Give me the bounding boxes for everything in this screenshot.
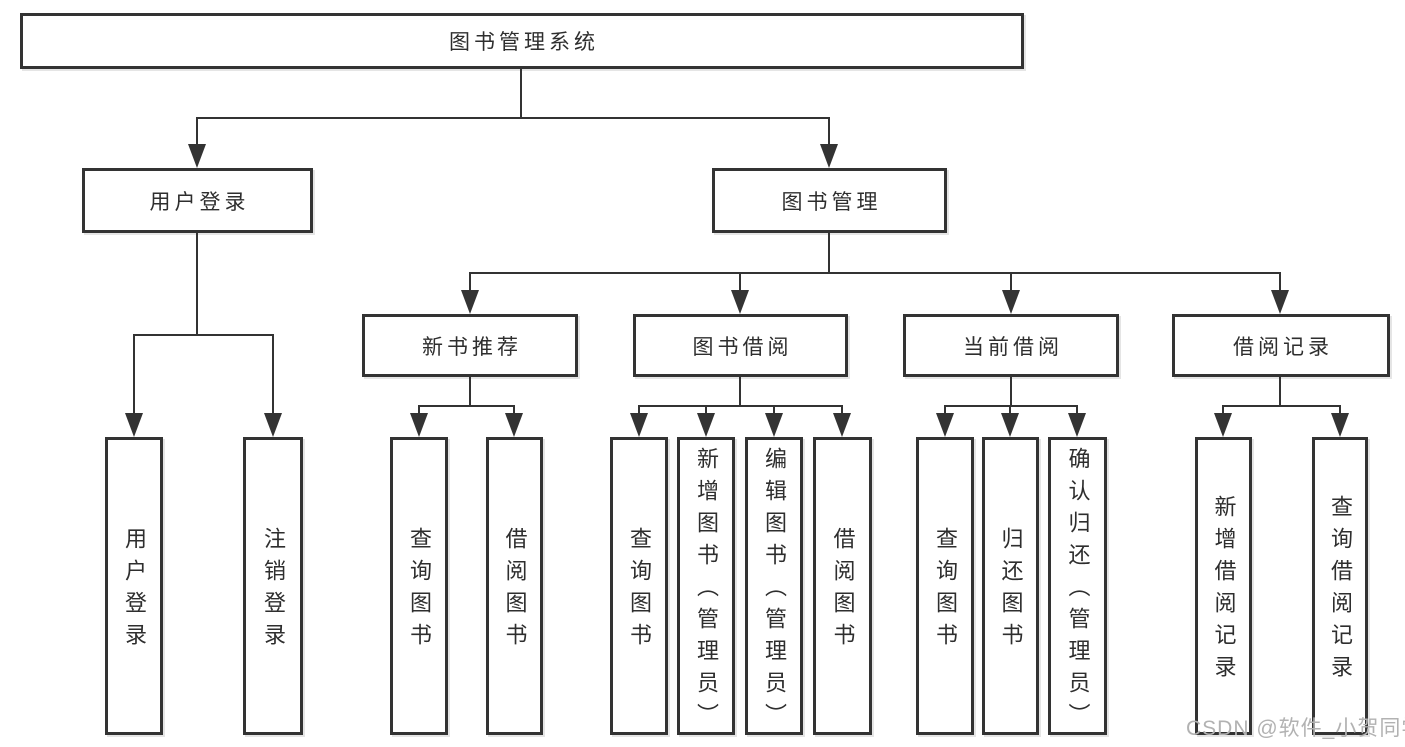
leaf-borrow-books-borrowing: 借阅图书 (813, 437, 872, 735)
connector-book-management-trunk (828, 233, 830, 273)
arrow-down-icon (731, 290, 749, 314)
leaf-query-books-recommend: 查询图书 (390, 437, 448, 735)
connector-drop-book-management (828, 118, 830, 146)
connector-drop (1009, 406, 1011, 414)
connector-drop (638, 406, 640, 414)
arrow-down-icon (765, 413, 783, 437)
leaf-label: 借阅图书 (502, 527, 528, 655)
connector-user-login-trunk (196, 233, 198, 335)
arrow-down-icon (461, 290, 479, 314)
node-label: 新书推荐 (422, 335, 522, 359)
arrow-down-icon (820, 144, 838, 168)
leaf-user-login: 用户登录 (105, 437, 163, 735)
connector-drop (1222, 406, 1224, 414)
node-label: 图书管理 (781, 190, 882, 214)
arrow-down-icon (1331, 413, 1349, 437)
connector-borrowing-records-span (1222, 405, 1341, 407)
connector-user-login-span (133, 334, 274, 336)
node-label: 借阅记录 (1233, 335, 1333, 359)
arrow-down-icon (1068, 413, 1086, 437)
node-label: 用户登录 (149, 190, 250, 214)
leaf-label: 借阅图书 (830, 527, 856, 655)
leaf-add-books-admin: 新增图书（管理员） (677, 437, 735, 735)
arrow-down-icon (936, 413, 954, 437)
node-library-management-system: 图书管理系统 (20, 13, 1024, 69)
leaf-label: 注销登录 (261, 527, 286, 655)
arrow-down-icon (264, 413, 282, 437)
arrow-down-icon (1214, 413, 1232, 437)
connector-drop-current-borrowing (1010, 273, 1012, 292)
leaf-borrow-books-recommend: 借阅图书 (486, 437, 543, 735)
arrow-down-icon (505, 413, 523, 437)
leaf-logout: 注销登录 (243, 437, 303, 735)
leaf-return-books: 归还图书 (982, 437, 1039, 735)
connector-root-trunk (520, 69, 522, 119)
connector-root-span (196, 117, 830, 119)
node-new-book-recommend: 新书推荐 (362, 314, 578, 377)
node-user-login: 用户登录 (82, 168, 313, 233)
arrow-down-icon (1001, 413, 1019, 437)
node-current-borrowing: 当前借阅 (903, 314, 1119, 377)
arrow-down-icon (1002, 290, 1020, 314)
leaf-query-books-borrowing: 查询图书 (610, 437, 668, 735)
arrow-down-icon (697, 413, 715, 437)
leaf-label: 用户登录 (122, 527, 147, 655)
connector-drop (773, 406, 775, 414)
connector-book-management-span (469, 272, 1281, 274)
leaf-label: 新增借阅记录 (1211, 495, 1237, 687)
connector-drop-book-borrowing (739, 273, 741, 292)
leaf-label: 查询借阅记录 (1328, 495, 1353, 687)
connector-drop-borrowing-records (1279, 273, 1281, 292)
arrow-down-icon (833, 413, 851, 437)
leaf-label: 查询图书 (627, 527, 652, 655)
connector-drop (1076, 406, 1078, 414)
leaf-label: 查询图书 (933, 527, 958, 655)
csdn-watermark: CSDN @软件_小贺同学 (1186, 717, 1405, 740)
arrow-down-icon (125, 413, 143, 437)
connector-drop (418, 406, 420, 414)
connector-drop-user-login (196, 118, 198, 146)
connector-drop (944, 406, 946, 414)
arrow-down-icon (188, 144, 206, 168)
leaf-label: 归还图书 (998, 527, 1024, 655)
connector-current-borrowing-trunk (1010, 377, 1012, 406)
connector-drop (705, 406, 707, 414)
leaf-edit-books-admin: 编辑图书（管理员） (745, 437, 803, 735)
node-book-borrowing: 图书借阅 (633, 314, 848, 377)
leaf-label: 查询图书 (407, 527, 432, 655)
leaf-label: 新增图书（管理员） (694, 447, 719, 735)
node-label: 图书借阅 (692, 335, 793, 359)
node-label: 图书管理系统 (449, 31, 599, 54)
connector-drop (1339, 406, 1341, 414)
node-borrowing-records: 借阅记录 (1172, 314, 1390, 377)
leaf-label: 编辑图书（管理员） (762, 447, 787, 735)
connector-drop-leaf-logout (272, 335, 274, 415)
node-label: 当前借阅 (963, 335, 1063, 359)
connector-book-borrowing-span (638, 405, 843, 407)
leaf-label: 确认归还（管理员） (1065, 447, 1091, 735)
connector-borrowing-records-trunk (1279, 377, 1281, 406)
arrow-down-icon (1271, 290, 1289, 314)
connector-book-borrowing-trunk (739, 377, 741, 406)
leaf-query-borrow-record: 查询借阅记录 (1312, 437, 1368, 735)
connector-drop-leaf-user-login (133, 335, 135, 415)
connector-new-book-trunk (469, 377, 471, 406)
node-book-management: 图书管理 (712, 168, 947, 233)
leaf-confirm-return-admin: 确认归还（管理员） (1048, 437, 1107, 735)
connector-new-book-span (418, 405, 515, 407)
connector-drop-new-book-recommend (469, 273, 471, 292)
connector-current-borrowing-span (944, 405, 1078, 407)
arrow-down-icon (630, 413, 648, 437)
leaf-add-borrow-record: 新增借阅记录 (1195, 437, 1252, 735)
connector-drop (513, 406, 515, 414)
connector-drop (841, 406, 843, 414)
leaf-query-books-current: 查询图书 (916, 437, 974, 735)
arrow-down-icon (410, 413, 428, 437)
